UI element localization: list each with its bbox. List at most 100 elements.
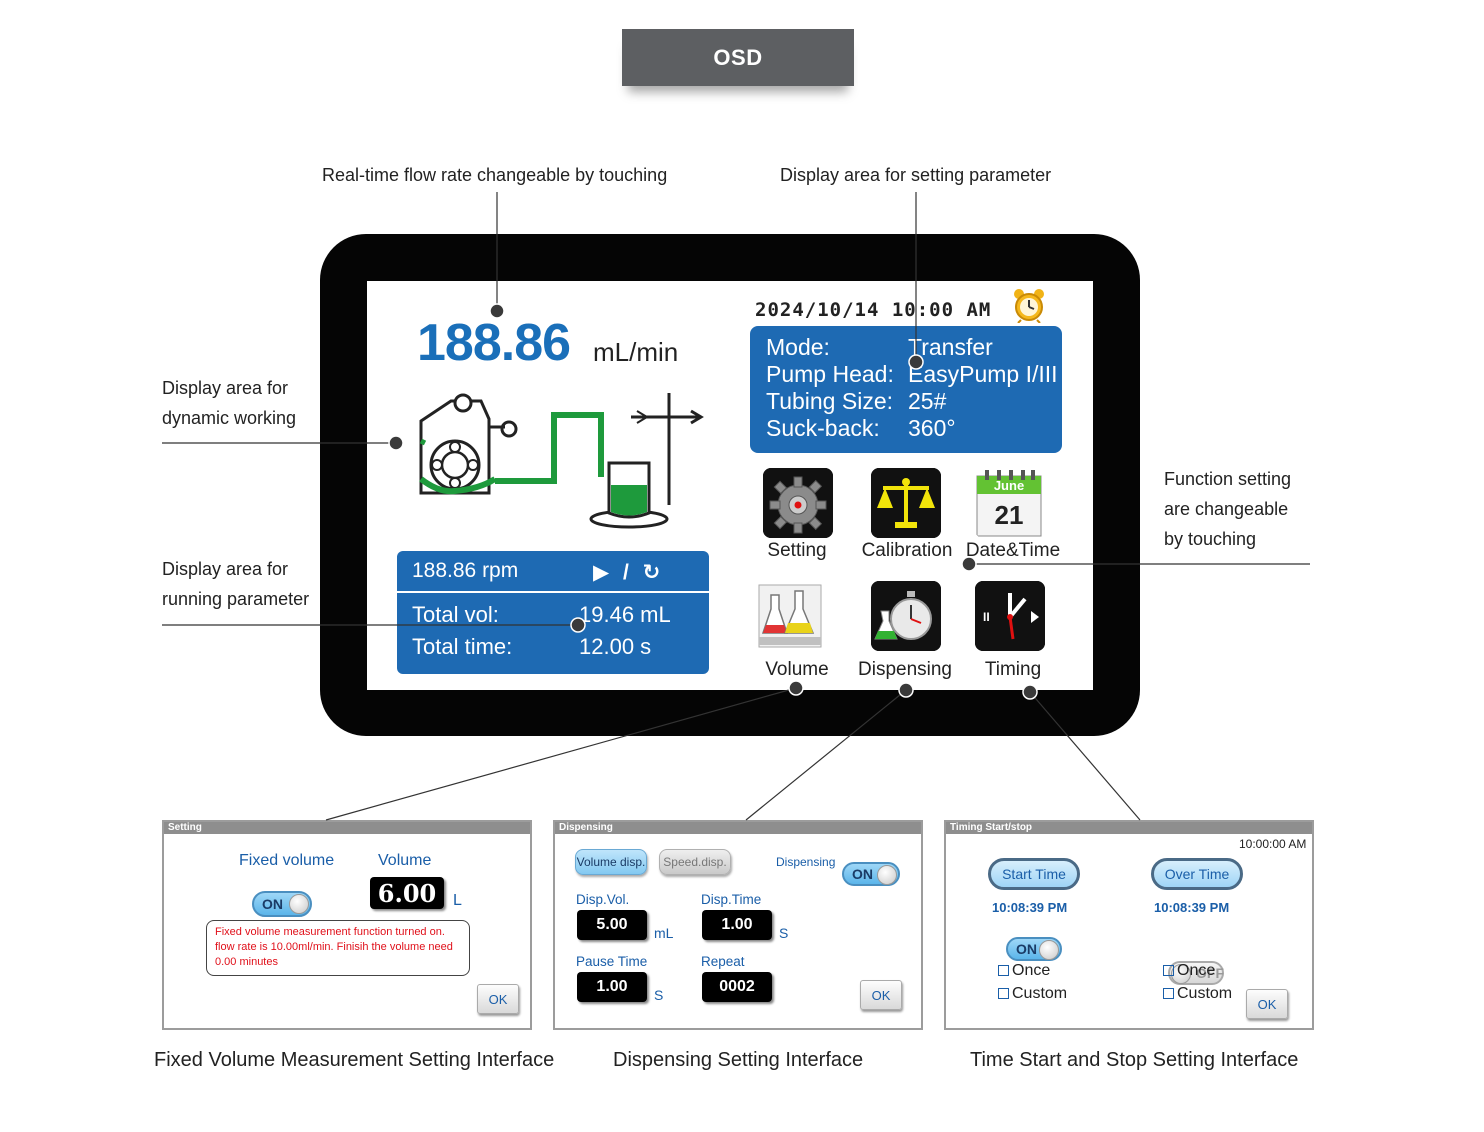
calendar-month: June [994, 478, 1024, 493]
function-label-dispensing[interactable]: Dispensing [858, 659, 952, 680]
checkbox-icon [1163, 965, 1174, 976]
total-volume-value: 19.46 mL [579, 602, 671, 627]
callout-running-line2: running parameter [162, 589, 310, 609]
callout-flow-rate: Real-time flow rate changeable by touchi… [322, 165, 668, 185]
clock-icon: II [975, 581, 1045, 651]
volume-label: Volume [378, 852, 432, 869]
speed-disp-button[interactable]: Speed.disp. [659, 849, 731, 875]
over-once-checkbox[interactable]: Once [1163, 959, 1215, 982]
caption-timing-interface: Time Start and Stop Setting Interface [970, 1049, 1299, 1071]
param-value: EasyPump I/III [908, 361, 1058, 387]
timing-panel: Timing Start/stop 10:00:00 AM Start Time… [944, 820, 1314, 1030]
setting-parameter-panel: Mode: Transfer Pump Head: EasyPump I/III… [750, 326, 1062, 453]
function-label-calibration[interactable]: Calibration [861, 540, 953, 561]
disp-vol-field[interactable]: 5.00 [577, 910, 647, 940]
param-row-suck-back: Suck-back: 360° [766, 415, 1062, 442]
panel-title: Dispensing [555, 822, 921, 834]
disp-time-unit: S [779, 925, 789, 941]
dispensing-label: Dispensing [776, 855, 836, 869]
calendar-icon: June 21 [975, 468, 1045, 538]
toggle-knob [877, 865, 897, 885]
ok-button[interactable]: OK [1246, 989, 1288, 1019]
volume-value-field[interactable]: 6.00 [370, 877, 444, 909]
function-setting[interactable] [763, 468, 833, 543]
screen-datetime: 2024/10/14 10:00 AM [755, 299, 992, 321]
dispensing-toggle[interactable]: ON [842, 862, 900, 886]
toggle-state: ON [1016, 941, 1037, 957]
checkbox-label: Once [1012, 961, 1051, 979]
param-key: Tubing Size: [766, 388, 893, 414]
checkbox-icon [1163, 988, 1174, 999]
volume-disp-button[interactable]: Volume disp. [575, 849, 647, 875]
svg-text:II: II [983, 610, 990, 624]
panel-title: Setting [164, 822, 530, 834]
start-once-checkbox[interactable]: Once [998, 959, 1050, 982]
tube-line [495, 412, 604, 484]
function-dispensing[interactable] [871, 581, 941, 656]
osd-banner: OSD [622, 29, 854, 86]
pause-time-field[interactable]: 1.00 [577, 972, 647, 1002]
disp-time-field[interactable]: 1.00 [702, 910, 772, 940]
param-key: Pump Head: [766, 361, 894, 387]
function-label-setting[interactable]: Setting [767, 540, 827, 561]
total-volume-label: Total vol: [412, 602, 499, 627]
over-time-value: 10:08:39 PM [1154, 900, 1230, 915]
param-row-pump-head: Pump Head: EasyPump I/III [766, 361, 1062, 388]
function-calibration[interactable] [871, 468, 941, 543]
beaker-stand-icon [589, 393, 704, 529]
panel-title: Timing Start/stop [946, 822, 1312, 834]
total-time-label: Total time: [412, 634, 513, 659]
flow-rate-unit: mL/min [593, 337, 679, 367]
over-time-toggle[interactable]: OFF [1168, 961, 1224, 985]
checkbox-icon [998, 965, 1009, 976]
start-custom-checkbox[interactable]: Custom [998, 982, 1067, 1005]
calendar-day: 21 [995, 500, 1024, 530]
fixed-volume-label: Fixed volume [239, 852, 335, 869]
callout-function-line3: by touching [1164, 529, 1257, 549]
note-line: Fixed volume measurement function turned… [215, 926, 445, 938]
callout-dynamic-line2: dynamic working [162, 408, 297, 428]
rpm-value[interactable]: 188.86 rpm [412, 559, 519, 582]
checkbox-label: Once [1177, 961, 1216, 979]
ok-button[interactable]: OK [860, 980, 902, 1010]
flow-rate-value[interactable]: 188.86 [417, 314, 571, 372]
toggle-knob [1039, 940, 1059, 960]
start-time-toggle[interactable]: ON [1006, 937, 1062, 961]
over-custom-checkbox[interactable]: Custom [1163, 982, 1232, 1005]
toggle-state: ON [852, 866, 873, 882]
run-total-volume-row: Total vol: 19.46 mL [397, 599, 709, 631]
total-time-value: 12.00 s [579, 634, 652, 659]
start-time-button[interactable]: Start Time [988, 858, 1080, 890]
disp-vol-label: Disp.Vol. [576, 892, 630, 907]
function-volume[interactable] [755, 581, 825, 656]
volume-unit: L [453, 892, 462, 909]
param-value: 360° [908, 415, 956, 441]
flask-icon [755, 581, 825, 651]
note-line: 0.00 minutes [215, 956, 278, 968]
callout-dynamic-line1: Display area for [162, 378, 289, 398]
function-date-time[interactable]: June 21 [975, 468, 1045, 543]
gear-icon [763, 468, 833, 538]
fixed-volume-toggle[interactable]: ON [252, 891, 312, 917]
callout-function-line2: are changeable [1164, 499, 1289, 519]
function-label-date-time[interactable]: Date&Time [965, 540, 1061, 561]
toggle-state: ON [262, 896, 283, 912]
function-timing[interactable]: II [975, 581, 1045, 656]
dispensing-panel: Dispensing Volume disp. Speed.disp. Disp… [553, 820, 923, 1030]
repeat-label: Repeat [701, 954, 745, 969]
repeat-field[interactable]: 0002 [702, 972, 772, 1002]
play-reverse-controls[interactable]: ▶ / ↻ [593, 561, 665, 584]
running-parameter-panel: 188.86 rpm ▶ / ↻ Total vol: 19.46 mL Tot… [397, 551, 709, 674]
note-line: flow rate is 10.00ml/min. Finisih the vo… [215, 941, 453, 953]
pump-head-icon [419, 393, 518, 495]
toggle-state: OFF [1196, 965, 1224, 981]
toggle-knob [289, 894, 309, 914]
ok-button[interactable]: OK [477, 984, 519, 1014]
alarm-clock-icon[interactable] [1012, 287, 1046, 323]
function-label-volume[interactable]: Volume [765, 659, 829, 680]
run-rpm-row: 188.86 rpm ▶ / ↻ [397, 551, 709, 593]
pause-time-unit: S [654, 987, 664, 1003]
function-label-timing[interactable]: Timing [984, 659, 1042, 680]
scale-icon [871, 468, 941, 538]
over-time-button[interactable]: Over Time [1151, 858, 1243, 890]
